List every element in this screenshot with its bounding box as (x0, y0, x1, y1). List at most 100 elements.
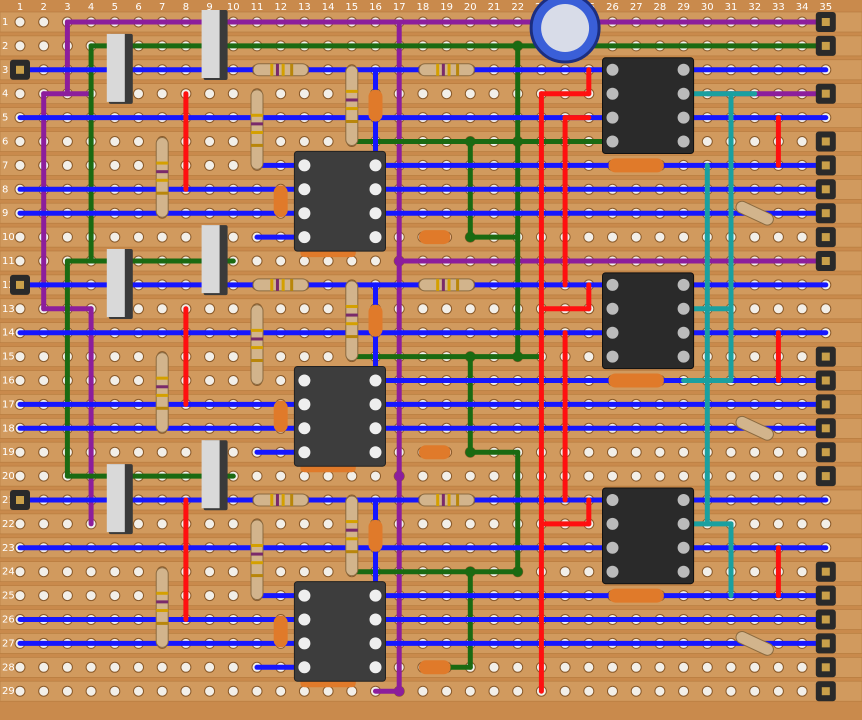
hole (796, 518, 808, 530)
row-label: 22 (2, 519, 15, 530)
hole (322, 136, 334, 147)
resistor-band (251, 358, 263, 362)
hole (322, 566, 334, 578)
hole (322, 255, 334, 267)
hole (417, 303, 429, 315)
green-junction (465, 447, 476, 458)
capacitor (273, 185, 288, 218)
hole (109, 685, 121, 697)
resistor (345, 65, 359, 146)
hole (204, 159, 216, 171)
terminal-pin-core (821, 424, 830, 433)
socket-pin (677, 494, 690, 506)
socket-pin (677, 541, 690, 554)
terminal-pin-core (16, 280, 24, 289)
hole (488, 685, 500, 697)
hole (820, 303, 832, 315)
hole (14, 470, 26, 482)
socket-pin (606, 494, 619, 506)
hole (607, 470, 618, 482)
socket-pin (606, 565, 619, 578)
ic-pin (369, 589, 382, 602)
resistor (252, 63, 309, 77)
hole (133, 231, 144, 243)
resistor-band (251, 543, 263, 547)
hole (275, 375, 287, 386)
ic-chip (293, 366, 386, 467)
column-labels: 1234567891011121314151617181920212223242… (17, 2, 832, 13)
terminal-pin-core (821, 137, 830, 146)
resistor (155, 567, 169, 648)
hole (749, 303, 761, 315)
hole (630, 470, 642, 482)
hole (156, 446, 168, 458)
hole (417, 470, 429, 482)
row-label: 4 (2, 89, 8, 100)
row-label: 27 (2, 638, 15, 649)
column-label: 8 (183, 2, 189, 13)
hole (298, 566, 310, 578)
column-label: 13 (298, 2, 311, 13)
resistor-band (441, 494, 445, 506)
ic-pin (369, 159, 382, 172)
column-label: 33 (772, 2, 785, 13)
regulator-heatsink (201, 10, 220, 78)
column-label: 17 (393, 2, 406, 13)
resistor-band (436, 63, 440, 76)
hole (109, 375, 121, 386)
hole (38, 566, 50, 578)
hole (156, 518, 168, 530)
terminal-pin-core (821, 591, 830, 600)
hole (298, 303, 310, 315)
hole (61, 661, 73, 673)
hole (227, 136, 239, 147)
terminal-pin-core (821, 663, 830, 672)
resistor-band (447, 494, 451, 506)
hole (180, 661, 192, 673)
column-label: 7 (159, 2, 165, 13)
hole (488, 88, 500, 100)
hole (583, 566, 595, 578)
hole (14, 518, 26, 530)
hole (559, 685, 571, 697)
copper-strip (0, 680, 862, 702)
hole (61, 590, 73, 602)
terminal-pin-core (821, 185, 830, 194)
resistor-band (251, 346, 263, 350)
hole (772, 303, 784, 315)
resistor-band (345, 89, 358, 93)
socket-pin (677, 278, 690, 291)
hole (583, 446, 595, 458)
column-label: 2 (41, 2, 47, 13)
ic-pin (369, 446, 382, 459)
socket-pin (677, 111, 690, 124)
ic-pin (369, 661, 382, 674)
hole (251, 255, 263, 267)
resistor-band (156, 608, 169, 612)
resistor-band (270, 63, 274, 76)
resistor-band (156, 385, 169, 389)
hole (227, 375, 239, 386)
green-junction (465, 232, 476, 243)
hole (678, 231, 690, 243)
hole (583, 231, 595, 243)
resistor (735, 630, 774, 656)
hole (204, 303, 216, 315)
hole (204, 136, 216, 147)
row-label: 5 (2, 113, 8, 124)
hole (298, 351, 310, 363)
hole (749, 661, 761, 673)
hole (725, 446, 737, 458)
ic-pin (369, 613, 382, 626)
socket-pin (606, 350, 619, 363)
regulator-heatsink (106, 33, 125, 102)
terminal-pin-core (821, 233, 830, 242)
resistor-band (345, 528, 358, 532)
ic-pin (369, 637, 382, 650)
row-label: 11 (2, 256, 15, 267)
hole (654, 231, 666, 243)
terminal-pin-core (821, 18, 830, 26)
resistor-band (290, 494, 294, 506)
hole (156, 661, 168, 673)
